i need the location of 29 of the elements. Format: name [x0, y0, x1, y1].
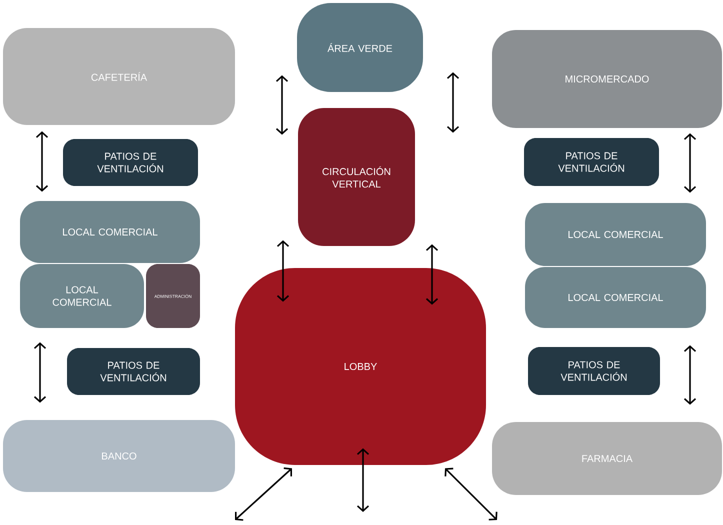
courtyard-box: PATIOS DE VENTILACIÓN	[528, 347, 660, 395]
room-box: FARMACIA	[492, 422, 722, 495]
room-box: CAFETERÍA	[3, 28, 235, 125]
double-arrow	[444, 468, 498, 520]
room-box: LOCAL COMERCIAL	[20, 264, 144, 328]
room-box: ÁREA VERDE	[297, 3, 423, 92]
double-arrow	[684, 133, 696, 193]
double-arrow	[235, 467, 292, 521]
room-box: LOCAL COMERCIAL	[525, 267, 706, 328]
double-arrow	[34, 342, 46, 403]
double-arrow	[446, 72, 460, 133]
courtyard-box: PATIOS DE VENTILACIÓN	[63, 139, 198, 186]
double-arrow	[684, 345, 696, 405]
double-arrow	[36, 131, 48, 192]
courtyard-box: PATIOS DE VENTILACIÓN	[67, 348, 200, 395]
room-box: MICROMERCADO	[492, 30, 722, 128]
courtyard-box: PATIOS DE VENTILACIÓN	[524, 138, 659, 186]
node-label: LOCAL COMERCIAL	[52, 286, 112, 306]
node-label: LOCAL COMERCIAL	[568, 230, 663, 238]
lobby-box: LOBBY	[235, 268, 486, 465]
double-arrow	[276, 240, 290, 302]
room-box: LOCAL COMERCIAL	[20, 201, 200, 263]
room-box: LOCAL COMERCIAL	[525, 203, 706, 266]
double-arrow	[356, 448, 370, 512]
node-label: LOCAL COMERCIAL	[568, 294, 663, 302]
double-arrow	[276, 75, 288, 135]
circulation-box: CIRCULACIÓN VERTICAL	[298, 108, 415, 246]
double-arrow	[426, 244, 438, 305]
room-box: BANCO	[3, 420, 235, 492]
